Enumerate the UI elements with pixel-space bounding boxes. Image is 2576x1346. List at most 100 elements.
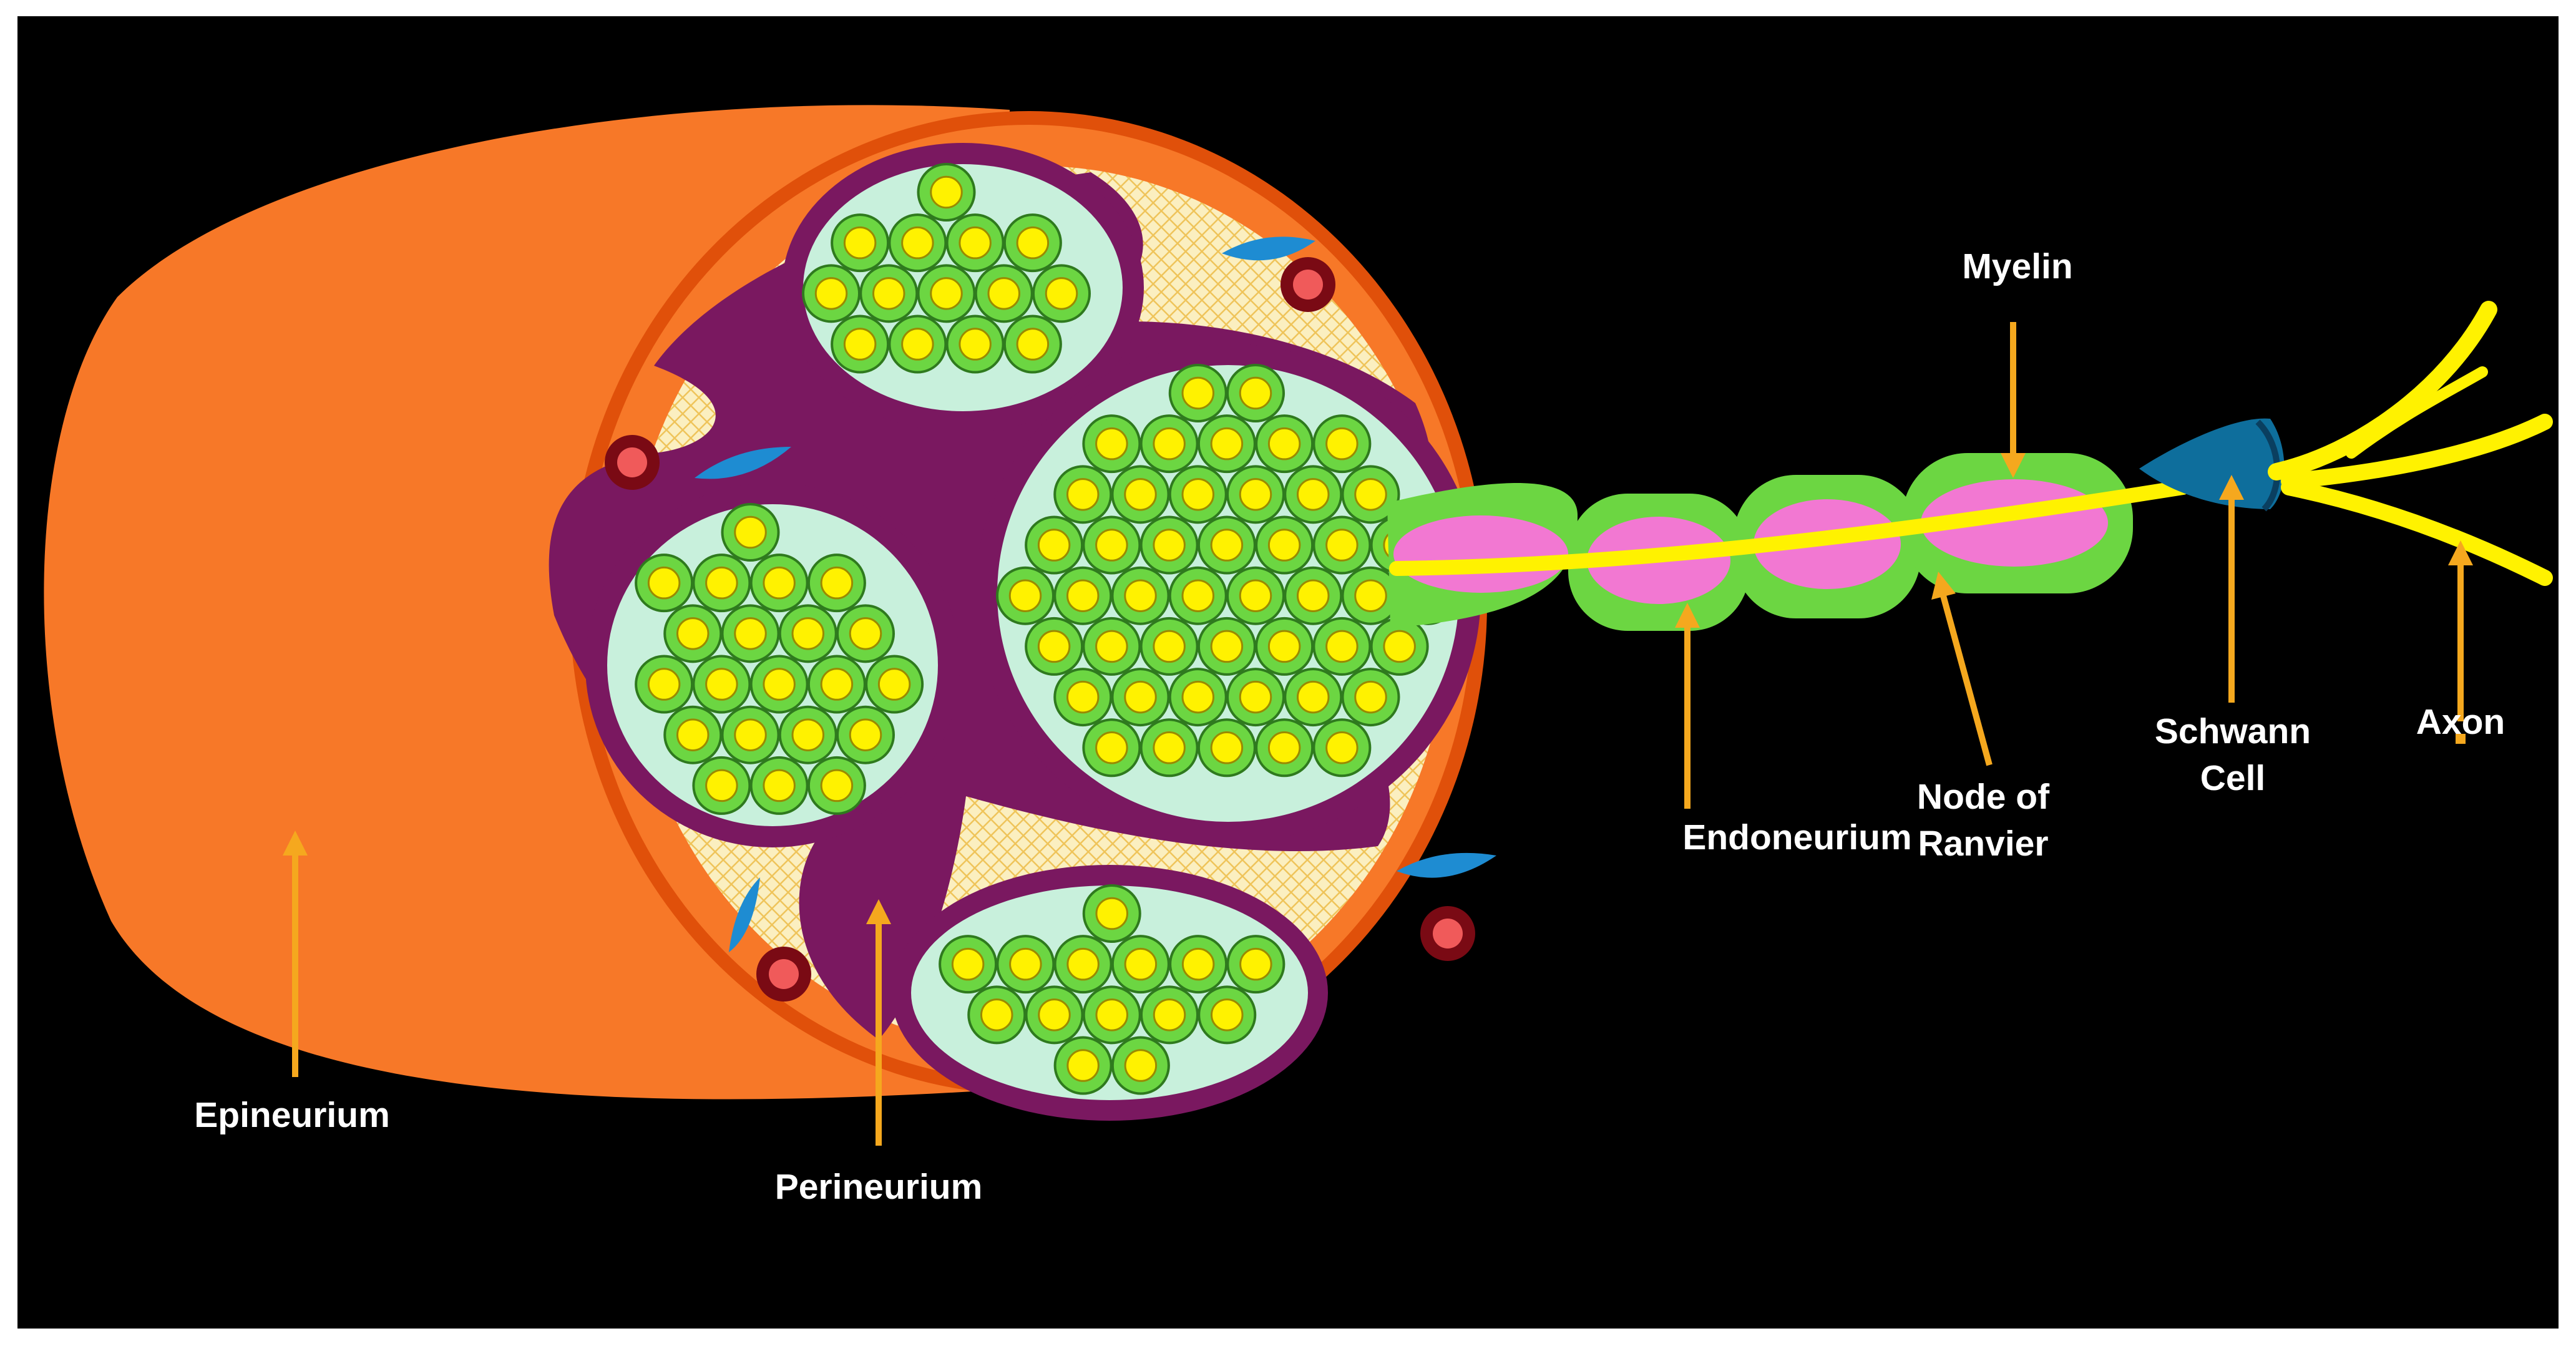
- nerve-fiber-axon: [1016, 226, 1050, 260]
- nerve-fiber-axon: [1239, 947, 1272, 981]
- nerve-fiber-axon: [1239, 376, 1272, 410]
- nerve-fiber-axon: [1354, 579, 1387, 612]
- arrow-axon: [2448, 540, 2473, 744]
- nerve-fiber-axon: [1181, 478, 1214, 511]
- nerve-fiber-axon: [1354, 680, 1387, 714]
- blood-vessel: [605, 435, 660, 490]
- nerve-fiber-axon: [959, 328, 992, 361]
- nerve-fiber-axon: [1038, 998, 1071, 1031]
- blood-vessel: [756, 947, 811, 1002]
- nerve-fiber-axon: [1124, 1049, 1158, 1082]
- nerve-fiber-axon: [1210, 630, 1244, 663]
- label-node-of-ranvier-line2: Ranvier: [1918, 824, 2048, 864]
- nerve-fiber-axon: [901, 328, 934, 361]
- fascicle-top: [782, 143, 1144, 432]
- nerve-fiber-axon: [734, 515, 767, 549]
- nerve-fiber-axon: [1124, 478, 1157, 511]
- nerve-fiber-axon: [872, 277, 905, 310]
- nerve-fiber-axon: [1325, 529, 1359, 562]
- nerve-fiber-axon: [987, 277, 1020, 310]
- nerve-fiber-axon: [1181, 376, 1214, 410]
- label-myelin: Myelin: [1962, 246, 2072, 286]
- nerve-fiber-axon: [1066, 1049, 1100, 1082]
- label-endoneurium: Endoneurium: [1682, 817, 1911, 857]
- nerve-fiber-axon: [1267, 630, 1301, 663]
- arrow-schwann-cell: [2219, 475, 2244, 703]
- nerve-fiber-axon: [1124, 680, 1157, 714]
- axon-branch: [2281, 414, 2553, 489]
- blue-cell: [1397, 852, 1496, 878]
- nerve-fiber-axon: [1037, 630, 1071, 663]
- nerve-fiber-axon: [820, 668, 854, 701]
- nerve-fiber-axon: [763, 566, 796, 600]
- nerve-fiber-axon: [1153, 731, 1186, 764]
- nerve-fiber-axon: [1210, 731, 1244, 764]
- nerve-fiber-axon: [1181, 579, 1214, 612]
- nerve-fiber-axon: [676, 617, 710, 650]
- blue-cell: [1222, 237, 1315, 261]
- nerve-fiber-axon: [1210, 427, 1244, 461]
- nerve-fiber-axon: [1037, 529, 1071, 562]
- nerve-fiber-axon: [763, 668, 796, 701]
- nerve-fiber-axon: [1239, 680, 1272, 714]
- nerve-fiber-axon: [1045, 277, 1078, 310]
- arrow-epineurium: [283, 831, 308, 1077]
- nerve-fiber-axon: [791, 718, 824, 751]
- axon-branch: [2346, 366, 2488, 459]
- axon-core: [1389, 480, 2190, 576]
- nerve-fiber-axon: [705, 566, 738, 600]
- nerve-fiber-axon: [1267, 529, 1301, 562]
- nerve-fiber-axon: [1181, 680, 1214, 714]
- nerve-fiber-axon: [1267, 427, 1301, 461]
- nerve-fiber-axon: [1153, 998, 1186, 1031]
- nerve-fiber-axon: [980, 998, 1013, 1031]
- schwann-cell-shape: [2139, 418, 2285, 509]
- nerve-fiber-axon: [820, 769, 854, 802]
- nerve-fiber-axon: [1066, 680, 1100, 714]
- label-epineurium: Epineurium: [194, 1095, 390, 1135]
- nerve-fiber-axon: [1325, 630, 1359, 663]
- label-schwann-cell-line1: Schwann: [2155, 711, 2311, 751]
- nerve-fiber-axon: [877, 668, 911, 701]
- nerve-fiber-axon: [734, 617, 767, 650]
- nerve-fiber-axon: [647, 566, 681, 600]
- nerve-fiber-axon: [676, 718, 710, 751]
- nerve-fiber-axon: [1297, 579, 1330, 612]
- label-schwann-cell-line2: Cell: [2200, 758, 2266, 798]
- nerve-fiber-axon: [930, 277, 963, 310]
- nerve-fiber-axon: [1325, 427, 1359, 461]
- nerve-fiber-axon: [791, 617, 824, 650]
- nerve-fiber-axon: [1267, 731, 1301, 764]
- node-pink-segment: [1393, 515, 1568, 593]
- blue-cell: [729, 877, 760, 952]
- blood-vessel: [1281, 257, 1335, 312]
- nerve-fiber-axon: [1124, 579, 1157, 612]
- nerve-fiber-axon: [1016, 328, 1050, 361]
- nerve-fiber-axon: [1354, 478, 1387, 511]
- nerve-fiber-axon: [1239, 478, 1272, 511]
- arrows: [283, 322, 2473, 1146]
- nerve-fiber-axon: [1153, 630, 1186, 663]
- nerve-fiber-axon: [1095, 427, 1128, 461]
- fascicle-right: [975, 344, 1481, 843]
- nerve-fiber-axon: [1124, 947, 1158, 981]
- nerve-fiber-axon: [1095, 630, 1128, 663]
- axon-branch: [2281, 479, 2553, 586]
- nerve-fiber-axon: [705, 668, 738, 701]
- nerve-fiber-axon: [951, 947, 985, 981]
- blood-vessel: [1420, 906, 1475, 961]
- arrow-perineurium: [866, 899, 891, 1146]
- nerve-fiber-axon: [849, 617, 882, 650]
- label-perineurium: Perineurium: [775, 1167, 983, 1207]
- nerve-fiber-axon: [1066, 947, 1100, 981]
- arrow-node-of-ranvier: [1931, 572, 1993, 766]
- nerve-fiber-axon: [1239, 579, 1272, 612]
- arrow-myelin: [2001, 322, 2026, 478]
- nerve-fiber-axon: [1153, 529, 1186, 562]
- nerve-diagram: Epineurium Perineurium Endoneurium Myeli…: [44, 105, 2553, 1207]
- nerve-fiber-axon: [959, 226, 992, 260]
- axon-branch: [2268, 301, 2497, 480]
- nerve-fiber-axon: [1095, 998, 1128, 1031]
- arrow-endoneurium: [1675, 603, 1700, 809]
- nerve-fiber-axon: [1095, 731, 1128, 764]
